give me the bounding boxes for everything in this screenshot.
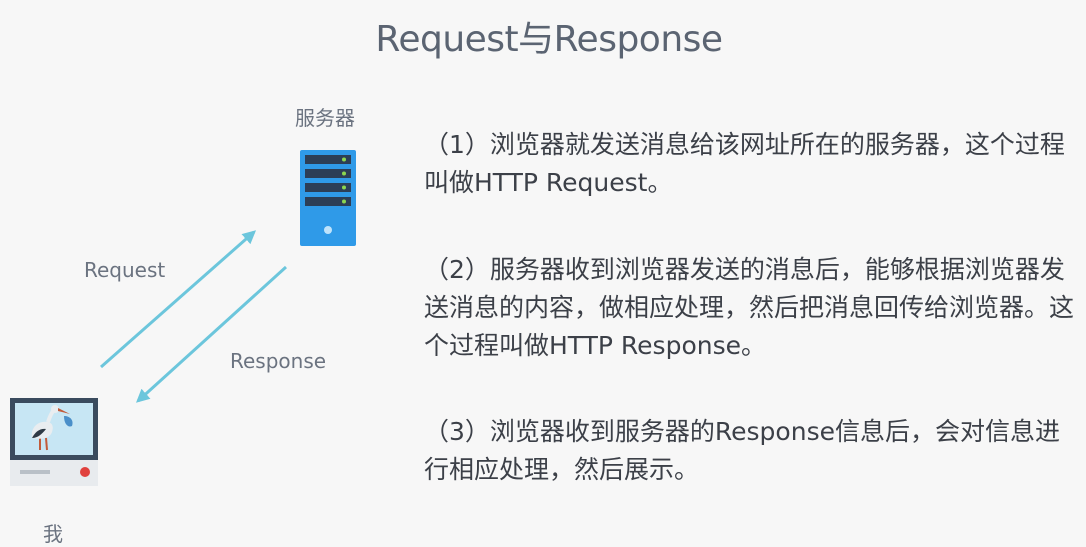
response-arrow	[135, 265, 288, 403]
description-step-3: （3）浏览器收到服务器的Response信息后，会对信息进行相应处理，然后展示。	[424, 417, 1060, 484]
diagram-title: Request与Response	[375, 19, 723, 60]
request-label: Request	[84, 258, 166, 282]
description-step-1: （1）浏览器就发送消息给该网址所在的服务器，这个过程叫做HTTP Request…	[424, 130, 1065, 197]
description-step-2: （2）服务器收到浏览器发送的消息后，能够根据浏览器发送消息的内容，做相应处理，然…	[424, 255, 1075, 360]
client-label: 我	[43, 522, 63, 546]
response-label: Response	[230, 349, 327, 373]
stork-icon	[31, 405, 73, 451]
computer-icon	[10, 398, 98, 490]
server-icon	[300, 150, 356, 250]
server-label: 服务器	[295, 106, 355, 130]
request-arrow	[100, 230, 257, 369]
